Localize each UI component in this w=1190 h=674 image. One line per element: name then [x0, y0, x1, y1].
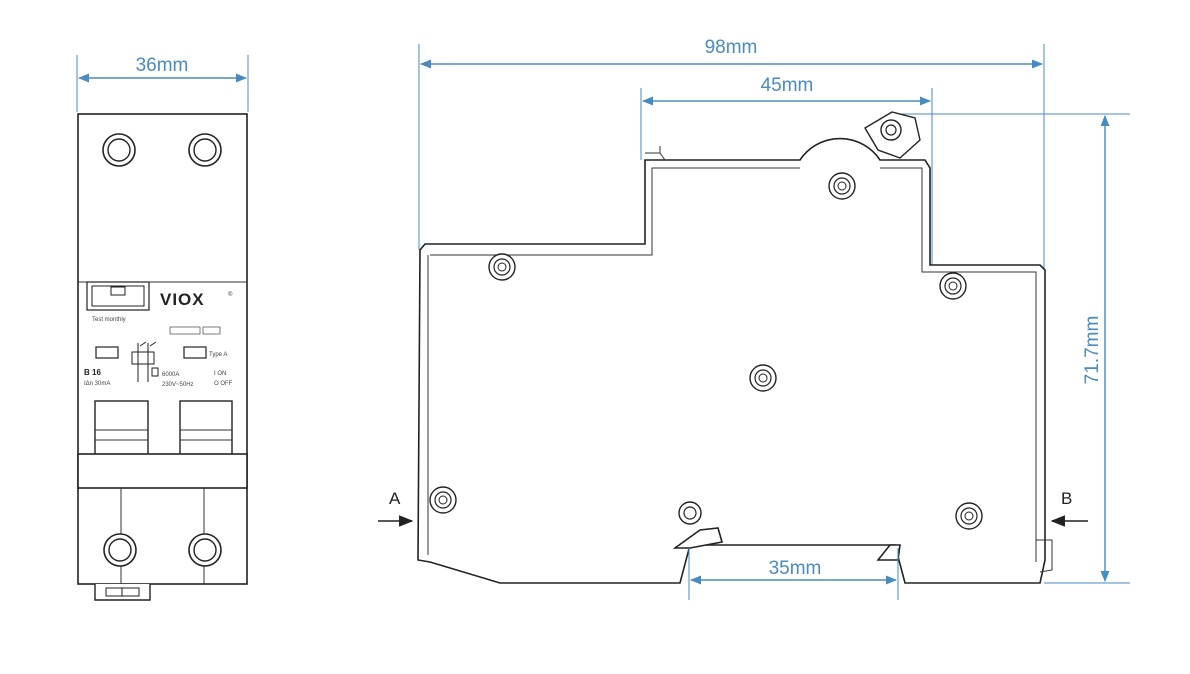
front-view: 36mm Test monthly VIOX ® Type A — [76, 55, 249, 601]
sensitivity-label: IΔn 30mA — [84, 381, 110, 387]
off-label: O OFF — [214, 381, 233, 387]
din-clip — [94, 584, 151, 601]
indicator-window-right — [183, 346, 207, 359]
side-body — [417, 137, 1046, 584]
toggle-lever-right — [179, 400, 233, 456]
height-label: 71.7mm — [1082, 316, 1103, 385]
bottom-terminal-left — [103, 533, 137, 567]
front-width-label: 36mm — [136, 55, 189, 76]
rivet — [828, 172, 856, 200]
toggle-lever-left — [94, 400, 149, 456]
rivet — [429, 486, 457, 514]
view-label-b: B — [1061, 489, 1072, 508]
rivet — [939, 272, 967, 300]
bottom-terminal-right — [188, 533, 222, 567]
brand-registered-mark: ® — [228, 291, 233, 298]
on-label: I ON — [214, 371, 226, 377]
side-length-label: 98mm — [705, 37, 758, 58]
top-terminal-right — [188, 133, 222, 167]
view-label-a: A — [389, 489, 401, 508]
brand-logo: VIOX — [160, 290, 205, 309]
rivet — [678, 501, 702, 525]
handle-pivot — [864, 111, 921, 159]
side-view: 98mm 45mm 71.7mm — [378, 37, 1130, 600]
rail-width-label: 35mm — [769, 558, 822, 579]
top-section-label: 45mm — [761, 75, 814, 96]
circuit-symbol — [131, 341, 159, 382]
indicator-window-left — [95, 346, 119, 359]
rail-clip-left — [672, 527, 724, 549]
rivet — [749, 364, 777, 392]
top-terminal-left — [102, 133, 136, 167]
test-monthly-label: Test monthly — [92, 317, 126, 323]
toggle-bar — [77, 453, 248, 489]
rail-clip-right — [876, 544, 901, 561]
rivet — [955, 502, 983, 530]
voltage-label: 230V~50Hz — [162, 382, 194, 388]
rivet — [488, 253, 516, 281]
test-button — [86, 281, 150, 311]
rating-label: B 16 — [84, 368, 101, 377]
type-label: Type A — [209, 352, 227, 358]
capacity-label: 6000A — [162, 372, 179, 378]
